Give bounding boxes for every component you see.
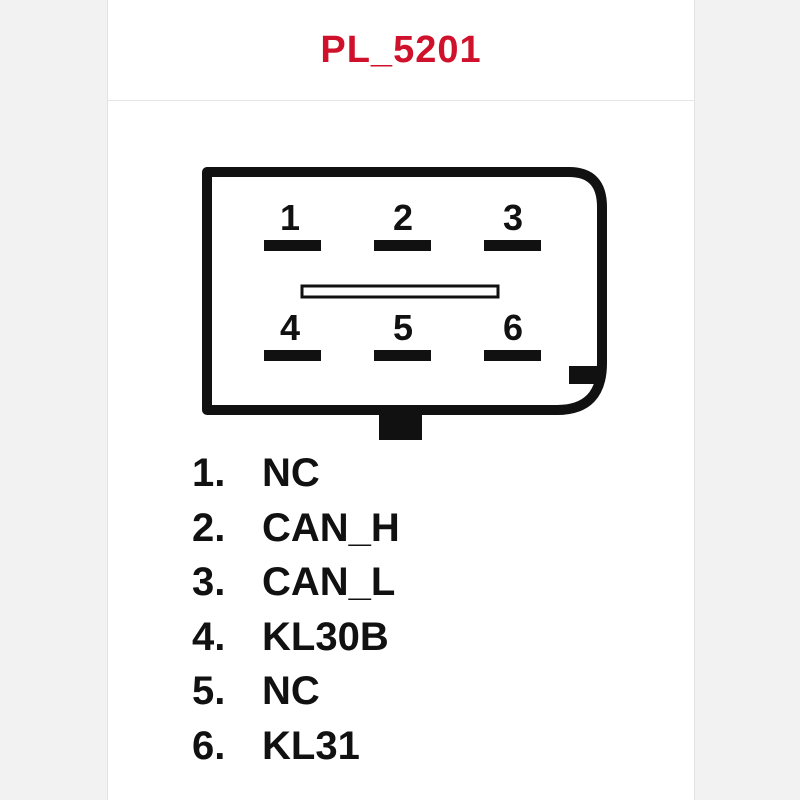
pin-label-5: 5 xyxy=(393,307,413,348)
latch-tab xyxy=(379,405,422,440)
pin-label-3: 3 xyxy=(503,197,523,238)
pin-contact-3 xyxy=(484,240,541,251)
pin-contact-5 xyxy=(374,350,431,361)
pin-number: 2. xyxy=(192,505,226,550)
pin-signal: KL31 xyxy=(262,723,360,768)
list-item: 5. NC xyxy=(192,664,400,719)
pin-number: 4. xyxy=(192,614,226,659)
page-title: PL_5201 xyxy=(320,28,482,71)
pin-signal: NC xyxy=(262,669,320,714)
title-band: PL_5201 xyxy=(108,0,694,101)
pin-contact-4 xyxy=(264,350,321,361)
pin-contact-1 xyxy=(264,240,321,251)
pin-label-6: 6 xyxy=(503,307,523,348)
pin-number: 1. xyxy=(192,451,226,496)
pin-signal: NC xyxy=(262,451,320,496)
key-slot xyxy=(300,284,500,299)
pin-signal: KL30B xyxy=(262,614,389,659)
pin-contact-2 xyxy=(374,240,431,251)
pin-label-4: 4 xyxy=(280,307,300,348)
pin-signal: CAN_L xyxy=(262,560,396,605)
list-item: 4. KL30B xyxy=(192,610,400,665)
pin-number: 3. xyxy=(192,560,226,605)
pin-contact-6 xyxy=(484,350,541,361)
pin-label-1: 1 xyxy=(280,197,300,238)
pin-number: 6. xyxy=(192,723,226,768)
pin-signal: CAN_H xyxy=(262,505,400,550)
list-item: 6. KL31 xyxy=(192,719,400,774)
list-item: 2. CAN_H xyxy=(192,501,400,556)
pin-assignment-list: 1. NC 2. CAN_H 3. CAN_L 4. KL30B 5. NC 6… xyxy=(192,446,400,773)
pin-number: 5. xyxy=(192,669,226,714)
housing-notch xyxy=(569,366,597,384)
pin-label-2: 2 xyxy=(393,197,413,238)
list-item: 3. CAN_L xyxy=(192,555,400,610)
connector-housing xyxy=(202,167,607,415)
list-item: 1. NC xyxy=(192,446,400,501)
